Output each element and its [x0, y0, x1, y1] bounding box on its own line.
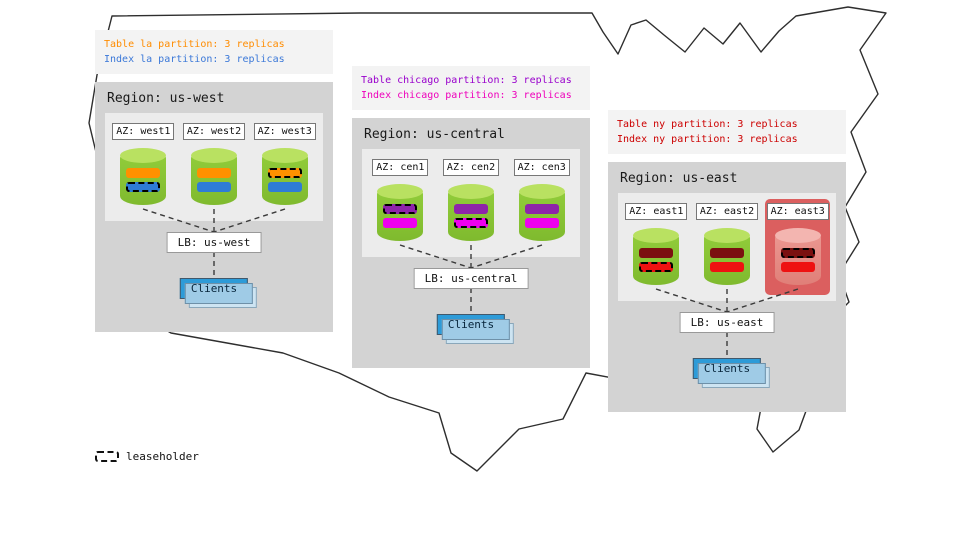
az-label: AZ: west2 [182, 123, 246, 140]
az-cell: AZ: west2 [182, 119, 247, 215]
replica-bar [710, 248, 744, 258]
clients-box: Clients [179, 278, 249, 299]
clients-box: Clients [692, 358, 762, 379]
az-row: AZ: west1 AZ: west2 AZ: west3 [105, 113, 323, 221]
region-box-us-central: Region: us-central AZ: cen1 AZ: cen2 [352, 118, 590, 368]
replica-bar [780, 262, 815, 272]
replica-bar [454, 204, 488, 214]
az-label: AZ: east2 [695, 203, 759, 220]
az-cell-down: AZ: east3 [765, 199, 831, 295]
az-label: AZ: cen2 [442, 159, 500, 176]
region-box-us-west: Region: us-west AZ: west1 AZ: west2 [95, 82, 333, 332]
caption-index-partition: Index la partition: 3 replicas [104, 54, 285, 65]
leaseholder-label: leaseholder [126, 450, 199, 463]
replica-bar [197, 168, 231, 178]
az-label: AZ: west1 [112, 123, 175, 140]
leaseholder-legend: leaseholder [95, 450, 199, 463]
region-group-us-east: Table ny partition: 3 replicas Index ny … [608, 110, 846, 412]
replica-bar [267, 182, 302, 192]
region-title: Region: us-central [364, 127, 505, 142]
database-cylinder [191, 148, 237, 205]
database-cylinder [774, 228, 821, 285]
replica-bar [383, 218, 418, 228]
az-label: AZ: west3 [253, 123, 316, 140]
region-box-us-east: Region: us-east AZ: east1 AZ: east2 [608, 162, 846, 412]
region-group-us-central: Table chicago partition: 3 replicas Inde… [352, 66, 590, 368]
az-label: AZ: cen1 [372, 159, 429, 176]
load-balancer: LB: us-central [413, 268, 529, 289]
az-cell: AZ: cen3 [509, 155, 574, 251]
az-cell: AZ: west1 [111, 119, 176, 215]
leaseholder-swatch-icon [95, 451, 119, 462]
load-balancer: LB: us-east [679, 312, 775, 333]
replica-bar [524, 204, 559, 214]
az-cell: AZ: east2 [695, 199, 760, 295]
database-cylinder [704, 228, 750, 285]
database-cylinder [448, 184, 494, 241]
caption-index-partition: Index ny partition: 3 replicas [617, 134, 798, 145]
replica-bar [267, 168, 302, 178]
replica-bar [383, 204, 418, 214]
replica-bar [197, 182, 231, 192]
az-label: AZ: east1 [625, 203, 688, 220]
replica-bar [454, 218, 488, 228]
az-cell: AZ: east1 [624, 199, 689, 295]
database-cylinder [261, 148, 308, 205]
az-cell: AZ: cen2 [439, 155, 504, 251]
caption-index-partition: Index chicago partition: 3 replicas [361, 90, 572, 101]
az-row: AZ: east1 AZ: east2 AZ: east3 [618, 193, 836, 301]
partition-caption-us-central: Table chicago partition: 3 replicas Inde… [352, 66, 590, 110]
region-title: Region: us-west [107, 91, 225, 106]
caption-table-partition: Table ny partition: 3 replicas [617, 119, 798, 130]
az-cell: AZ: west3 [252, 119, 317, 215]
replica-bar [780, 248, 815, 258]
region-title: Region: us-east [620, 171, 738, 186]
caption-table-partition: Table la partition: 3 replicas [104, 39, 285, 50]
database-cylinder [377, 184, 424, 241]
caption-table-partition: Table chicago partition: 3 replicas [361, 75, 572, 86]
replica-bar [639, 248, 674, 258]
partition-caption-us-west: Table la partition: 3 replicas Index la … [95, 30, 333, 74]
database-cylinder [518, 184, 565, 241]
partition-caption-us-east: Table ny partition: 3 replicas Index ny … [608, 110, 846, 154]
replica-bar [126, 168, 161, 178]
az-label: AZ: cen3 [513, 159, 570, 176]
load-balancer: LB: us-west [166, 232, 262, 253]
database-cylinder [633, 228, 680, 285]
replica-bar [639, 262, 674, 272]
replica-bar [710, 262, 744, 272]
database-cylinder [120, 148, 167, 205]
clients-box: Clients [436, 314, 506, 335]
replica-bar [126, 182, 161, 192]
az-label: AZ: east3 [766, 203, 829, 220]
replica-bar [524, 218, 559, 228]
region-group-us-west: Table la partition: 3 replicas Index la … [95, 30, 333, 332]
az-row: AZ: cen1 AZ: cen2 AZ: cen3 [362, 149, 580, 257]
az-cell: AZ: cen1 [368, 155, 433, 251]
